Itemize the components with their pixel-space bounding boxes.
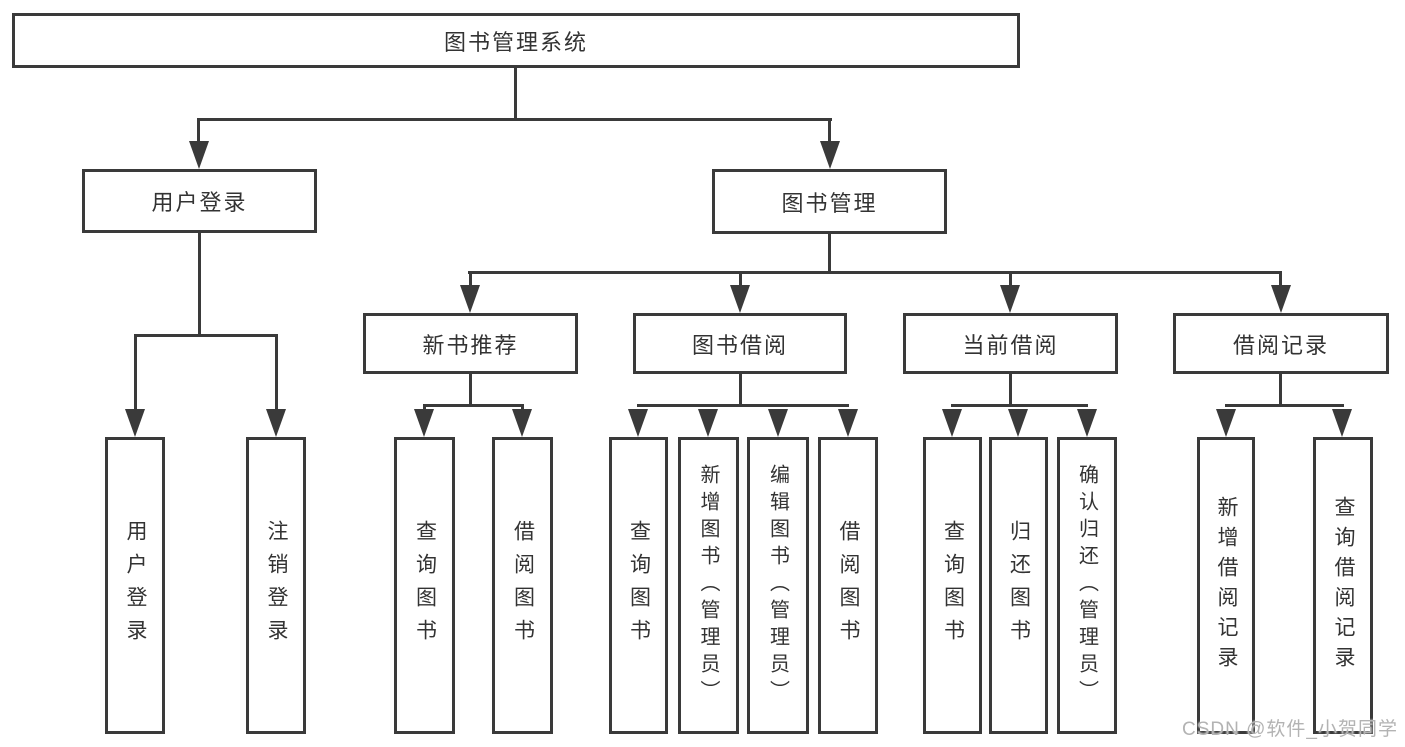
connector-borrow-records-drop bbox=[1279, 374, 1282, 407]
node-label: 查询图书 bbox=[413, 519, 437, 652]
node-label: 归还图书 bbox=[1007, 519, 1031, 652]
arrow-down-icon bbox=[942, 409, 962, 437]
node-label: 编辑图书（管理员） bbox=[766, 464, 789, 707]
arrow-down-icon bbox=[698, 409, 718, 437]
arrow-down-icon bbox=[125, 409, 145, 437]
node-cb-confirm-return-admin: 确认归还（管理员） bbox=[1057, 437, 1117, 734]
node-label: 借阅图书 bbox=[511, 519, 535, 652]
arrow-down-icon bbox=[1008, 409, 1028, 437]
node-user-login: 用户登录 bbox=[82, 169, 317, 233]
node-cb-return-book: 归还图书 bbox=[989, 437, 1048, 734]
connector-root-hbar bbox=[197, 118, 832, 121]
node-borrow-records: 借阅记录 bbox=[1173, 313, 1389, 374]
node-label: 借阅图书 bbox=[837, 519, 860, 652]
connector-current-borrow-drop bbox=[1009, 374, 1012, 407]
connector-new-book-drop bbox=[469, 374, 472, 407]
arrow-down-icon bbox=[1332, 409, 1352, 437]
arrow-down-icon bbox=[820, 141, 840, 169]
connector-root-drop bbox=[514, 68, 517, 118]
node-leaf-logout: 注销登录 bbox=[246, 437, 306, 734]
connector-stem-book-borrow bbox=[739, 271, 742, 287]
connector-new-book-hbar bbox=[423, 404, 524, 407]
arrow-down-icon bbox=[512, 409, 532, 437]
node-label: 图书借阅 bbox=[691, 332, 788, 358]
arrow-down-icon bbox=[1000, 285, 1020, 313]
connector-stem-user-login bbox=[197, 118, 200, 143]
node-label: 图书管理 bbox=[781, 190, 878, 216]
node-leaf-user-login: 用户登录 bbox=[105, 437, 165, 734]
node-label: 查询图书 bbox=[941, 519, 965, 652]
arrow-down-icon bbox=[838, 409, 858, 437]
connector-user-login-drop bbox=[198, 233, 201, 337]
node-label: 借阅记录 bbox=[1232, 332, 1329, 358]
connector-current-borrow-hbar bbox=[951, 404, 1088, 407]
csdn-watermark: CSDN @软件_小贺同学 bbox=[1182, 719, 1398, 740]
arrow-down-icon bbox=[266, 409, 286, 437]
node-br-query-record: 查询借阅记录 bbox=[1313, 437, 1373, 734]
node-bb-borrow-book: 借阅图书 bbox=[818, 437, 878, 734]
arrow-down-icon bbox=[460, 285, 480, 313]
node-label: 用户登录 bbox=[151, 190, 248, 215]
node-new-book-recommend: 新书推荐 bbox=[363, 313, 578, 374]
connector-book-management-drop bbox=[828, 234, 831, 274]
arrow-down-icon bbox=[730, 285, 750, 313]
node-label: 注销登录 bbox=[265, 519, 288, 652]
node-nb-query-book: 查询图书 bbox=[394, 437, 455, 734]
arrow-down-icon bbox=[189, 141, 209, 169]
connector-book-management-hbar bbox=[468, 271, 1282, 274]
connector-book-borrow-hbar bbox=[637, 404, 849, 407]
node-nb-borrow-book: 借阅图书 bbox=[492, 437, 553, 734]
arrow-down-icon bbox=[768, 409, 788, 437]
connector-stem-current-borrow bbox=[1009, 271, 1012, 287]
connector-stem-borrow-records bbox=[1279, 271, 1282, 287]
node-cb-query-book: 查询图书 bbox=[923, 437, 982, 734]
arrow-down-icon bbox=[628, 409, 648, 437]
connector-stem-leaf-logout bbox=[275, 334, 278, 410]
arrow-down-icon bbox=[1271, 285, 1291, 313]
arrow-down-icon bbox=[1216, 409, 1236, 437]
node-book-borrow: 图书借阅 bbox=[633, 313, 847, 374]
node-label: 用户登录 bbox=[124, 519, 147, 652]
arrow-down-icon bbox=[414, 409, 434, 437]
node-bb-add-book-admin: 新增图书（管理员） bbox=[678, 437, 739, 734]
node-label: 查询借阅记录 bbox=[1332, 495, 1355, 676]
node-current-borrow: 当前借阅 bbox=[903, 313, 1118, 374]
connector-book-borrow-drop bbox=[739, 374, 742, 407]
node-label: 新增图书（管理员） bbox=[697, 464, 719, 707]
node-label: 确认归还（管理员） bbox=[1075, 464, 1098, 707]
node-br-add-record: 新增借阅记录 bbox=[1197, 437, 1255, 734]
node-bb-query-book: 查询图书 bbox=[609, 437, 668, 734]
arrow-down-icon bbox=[1077, 409, 1097, 437]
node-label: 查询图书 bbox=[627, 519, 651, 652]
node-label: 图书管理系统 bbox=[443, 29, 588, 55]
node-label: 新书推荐 bbox=[422, 332, 519, 358]
connector-stem-new-book bbox=[469, 271, 472, 287]
connector-borrow-records-hbar bbox=[1225, 404, 1344, 407]
node-bb-edit-book-admin: 编辑图书（管理员） bbox=[747, 437, 809, 734]
node-book-management: 图书管理 bbox=[712, 169, 947, 234]
node-library-management-system: 图书管理系统 bbox=[12, 13, 1020, 68]
connector-stem-leaf-user-login bbox=[134, 334, 137, 410]
node-label: 当前借阅 bbox=[962, 332, 1059, 358]
connector-stem-book-management bbox=[828, 118, 831, 143]
connector-user-login-hbar bbox=[134, 334, 278, 337]
node-label: 新增借阅记录 bbox=[1215, 495, 1238, 676]
